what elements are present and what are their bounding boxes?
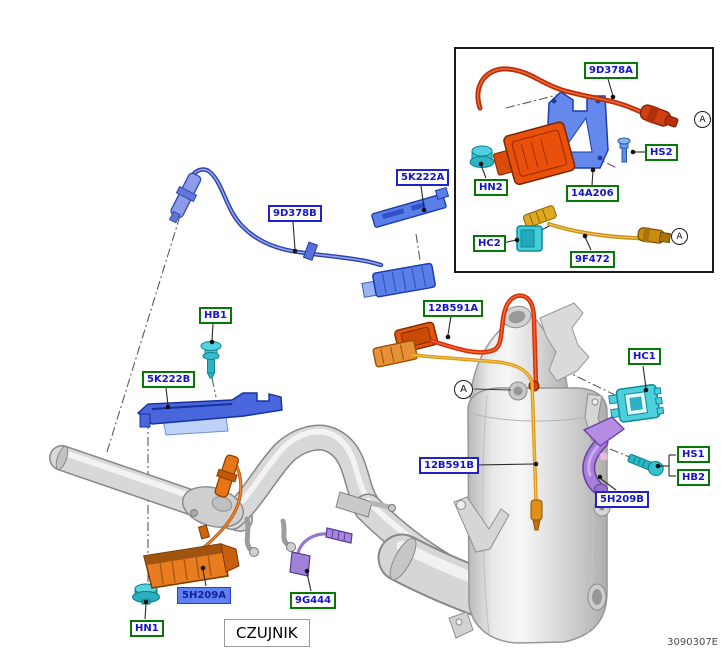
- nut-hn1: [132, 583, 160, 605]
- figure-number: 3090307E: [667, 637, 718, 648]
- part-label-hs2[interactable]: HS2: [645, 144, 678, 161]
- bracket-5k222b: [136, 392, 283, 436]
- part-label-12b591b[interactable]: 12B591B: [419, 457, 480, 474]
- sensor-5h209a: [143, 454, 243, 589]
- leader-dots: [143, 94, 661, 605]
- part-label-12b591a[interactable]: 12B591A: [423, 300, 484, 317]
- caption-box: CZUJNIK: [224, 619, 310, 647]
- part-label-hb1[interactable]: HB1: [199, 307, 232, 324]
- part-label-hn2[interactable]: HN2: [474, 179, 508, 196]
- part-label-hc1[interactable]: HC1: [628, 348, 661, 365]
- inset-sensor-9d378a: [475, 66, 679, 128]
- inset-nox-module: [492, 121, 576, 186]
- part-label-9g444[interactable]: 9G444: [290, 592, 337, 609]
- part-label-14a206[interactable]: 14A206: [566, 185, 619, 202]
- inset-bolt-hs2: [617, 137, 631, 163]
- inset-sensor-9f472: [516, 205, 672, 252]
- part-label-hb2[interactable]: HB2: [677, 469, 710, 486]
- part-label-9f472[interactable]: 9F472: [570, 251, 615, 268]
- part-label-5k222b[interactable]: 5K222B: [142, 371, 196, 388]
- sensor-9g444: [289, 527, 353, 577]
- detail-marker-a-inset-bottom: A: [671, 228, 688, 245]
- clip-hc1: [608, 384, 665, 423]
- bolt-hb1: [200, 341, 222, 379]
- part-label-9d378b[interactable]: 9D378B: [268, 205, 322, 222]
- detail-marker-a-main: A: [454, 380, 473, 399]
- part-label-9d378a[interactable]: 9D378A: [584, 62, 638, 79]
- part-label-hs1[interactable]: HS1: [677, 446, 710, 463]
- leader-lines: [144, 78, 676, 620]
- part-label-hc2[interactable]: HC2: [473, 235, 506, 252]
- bracket-5k222a: [371, 186, 450, 228]
- sensor-harness-12b591: [372, 293, 543, 531]
- part-label-5k222a[interactable]: 5K222A: [396, 169, 450, 186]
- detail-marker-a-inset-top: A: [694, 111, 711, 128]
- part-label-5h209b[interactable]: 5H209B: [595, 491, 649, 508]
- part-label-5h209a-selected[interactable]: 5H209A: [177, 587, 231, 604]
- sensor-9d378b: [168, 167, 436, 298]
- part-label-hn1[interactable]: HN1: [130, 620, 164, 637]
